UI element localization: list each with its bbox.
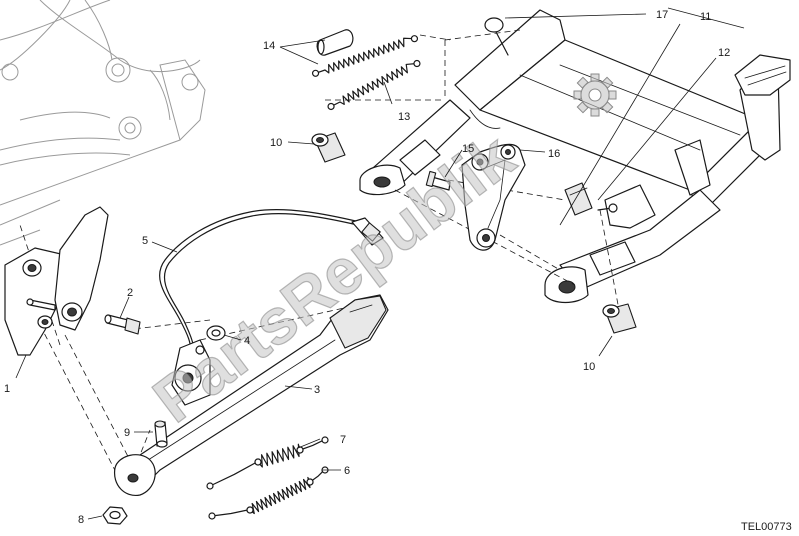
callout-8: 8 — [78, 514, 84, 526]
center-stand-frame — [359, 9, 791, 304]
bolt-15 — [425, 170, 451, 191]
spring-coil — [209, 460, 259, 487]
stud-9 — [154, 420, 168, 448]
spring-coil — [249, 476, 311, 515]
callout-2: 2 — [127, 287, 133, 299]
spring-hook — [321, 436, 329, 444]
switch-bracket-16 — [461, 143, 526, 251]
spring-hook — [306, 478, 314, 486]
spring-hook — [410, 35, 419, 43]
callout-12: 12 — [718, 47, 730, 59]
spring-hook — [254, 458, 262, 466]
bolt-2 — [104, 314, 141, 335]
callout-6: 6 — [344, 465, 350, 477]
washer-4 — [206, 325, 226, 341]
assembly-dashed-guides — [19, 29, 621, 481]
watermark-text: PartsRepublik — [140, 119, 527, 436]
spring-coil — [211, 508, 251, 517]
side-stand-bracket-1 — [4, 206, 109, 356]
spring-coil — [299, 438, 326, 451]
callout-13: 13 — [398, 111, 410, 123]
callout-11: 11 — [700, 11, 711, 23]
spring-hook — [327, 102, 335, 111]
spring-hook — [208, 512, 216, 520]
rubber-pad-12 — [564, 182, 618, 216]
spring-hook — [296, 446, 304, 454]
spring-coil — [314, 37, 416, 74]
callout-10-upper: 10 — [270, 137, 282, 149]
callout-labels: 1 2 3 4 5 6 7 8 9 10 10 11 12 13 14 15 1… — [4, 9, 730, 526]
spring-coil — [330, 62, 418, 108]
side-stand-leg-3 — [113, 294, 389, 496]
stand-switch-sensor-5 — [159, 209, 384, 406]
callout-16: 16 — [548, 148, 560, 160]
spring-13-14 — [311, 35, 421, 111]
callout-1: 1 — [4, 383, 10, 395]
spring-pin-14 — [316, 29, 354, 56]
callout-10-lower: 10 — [583, 361, 595, 373]
spring-hook — [206, 482, 214, 490]
drawing-reference-code: TEL00773 — [741, 521, 792, 533]
callout-9: 9 — [124, 427, 130, 439]
callout-14: 14 — [263, 40, 275, 52]
spring-7-6 — [206, 436, 329, 520]
nut-8 — [102, 506, 128, 525]
callout-7: 7 — [340, 434, 346, 446]
spring-hook — [413, 59, 421, 68]
spring-coil — [257, 443, 301, 468]
callout-leaders — [15, 7, 745, 520]
callout-4: 4 — [244, 335, 250, 347]
bushing-10-lower — [602, 303, 637, 334]
callout-3: 3 — [314, 384, 320, 396]
bushing-10-upper — [311, 132, 346, 163]
callout-17: 17 — [656, 9, 668, 21]
callout-15: 15 — [462, 143, 474, 155]
watermark-gear-icon — [573, 73, 617, 117]
spring-hook — [311, 69, 320, 77]
engine-case-outline — [0, 0, 206, 246]
callout-5: 5 — [142, 235, 148, 247]
spring-hook — [246, 506, 254, 514]
